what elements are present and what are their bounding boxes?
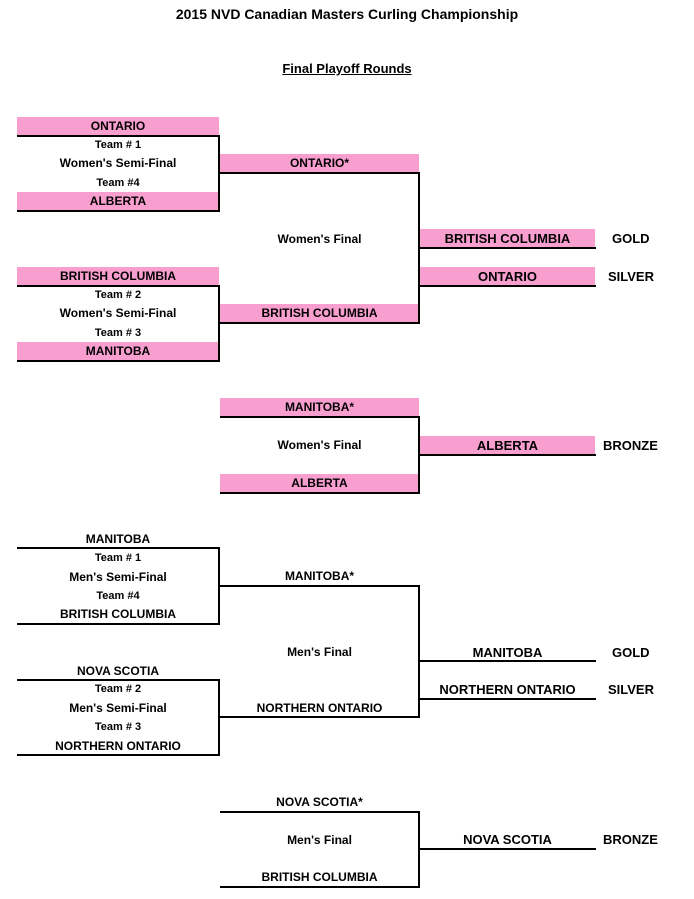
women-gold-team: BRITISH COLUMBIA <box>420 229 595 248</box>
bracket-line <box>17 623 220 625</box>
men-sf2-team-a: NOVA SCOTIA <box>76 664 159 678</box>
bracket-line <box>420 698 596 700</box>
women-final-team-a: ONTARIO* <box>220 154 419 173</box>
men-sf1-team-a: MANITOBA <box>85 532 151 546</box>
bracket-line <box>17 285 220 287</box>
bracket-connector <box>418 811 420 888</box>
bracket-connector <box>218 285 220 362</box>
bracket-line <box>420 660 596 662</box>
men-sf1-team-b: BRITISH COLUMBIA <box>60 607 176 621</box>
men-sf2-label: Men's Semi-Final <box>69 701 167 715</box>
women-sf2-seed-a: Team # 2 <box>94 289 142 301</box>
bracket-line <box>220 811 420 813</box>
bracket-line <box>220 492 420 494</box>
bracket-connector <box>418 585 420 718</box>
men-sf2-seed-b: Team # 3 <box>94 721 142 733</box>
women-final-label: Women's Final <box>277 232 362 246</box>
bracket-line <box>220 716 420 718</box>
men-silver-team: NORTHERN ONTARIO <box>439 682 576 697</box>
bracket-line <box>220 886 420 888</box>
men-bronze-medal: BRONZE <box>603 832 658 847</box>
bracket-line <box>420 285 596 287</box>
page-subtitle: Final Playoff Rounds <box>282 61 412 76</box>
men-bronze-team-a: NOVA SCOTIA* <box>276 795 363 809</box>
women-sf1-team-b: ALBERTA <box>17 192 219 211</box>
bracket-connector <box>218 679 220 756</box>
bracket-connector <box>218 547 220 625</box>
bracket-connector <box>418 416 420 494</box>
bracket-line <box>17 679 220 681</box>
men-final-team-a: MANITOBA* <box>284 569 355 583</box>
women-bronze-team-a: MANITOBA* <box>220 398 419 417</box>
bracket-connector <box>218 135 220 212</box>
women-bronze-label: Women's Final <box>277 438 362 452</box>
women-sf2-seed-b: Team # 3 <box>94 327 142 339</box>
bracket-line <box>17 754 220 756</box>
bracket-line <box>420 247 596 249</box>
women-sf1-seed-a: Team # 1 <box>94 139 142 151</box>
women-bronze-medal: BRONZE <box>603 438 658 453</box>
bracket-connector <box>418 172 420 324</box>
men-final-team-b: NORTHERN ONTARIO <box>256 701 383 715</box>
women-gold-medal: GOLD <box>612 231 650 246</box>
bracket-line <box>420 454 596 456</box>
men-bronze-label: Men's Final <box>287 833 352 847</box>
bracket-line <box>220 416 420 418</box>
women-silver-team: ONTARIO <box>420 267 595 286</box>
women-silver-medal: SILVER <box>608 269 654 284</box>
bracket-line <box>17 135 220 137</box>
men-sf1-label: Men's Semi-Final <box>69 570 167 584</box>
women-sf2-team-b: MANITOBA <box>17 342 219 361</box>
men-silver-medal: SILVER <box>608 682 654 697</box>
women-sf1-team-a: ONTARIO <box>17 117 219 136</box>
bracket-line <box>17 210 220 212</box>
men-sf1-seed-a: Team # 1 <box>94 552 142 564</box>
men-gold-medal: GOLD <box>612 645 650 660</box>
bracket-line <box>17 547 220 549</box>
page-title: 2015 NVD Canadian Masters Curling Champi… <box>175 6 519 22</box>
women-final-team-b: BRITISH COLUMBIA <box>220 304 419 323</box>
women-bronze-team: ALBERTA <box>420 436 595 455</box>
men-gold-team: MANITOBA <box>472 645 543 660</box>
women-bronze-team-b: ALBERTA <box>220 474 419 493</box>
women-sf2-label: Women's Semi-Final <box>59 306 177 320</box>
bracket-line <box>17 360 220 362</box>
men-sf2-seed-a: Team # 2 <box>94 683 142 695</box>
women-sf1-seed-b: Team #4 <box>96 177 140 189</box>
men-bronze-team: NOVA SCOTIA <box>463 832 552 847</box>
women-sf1-label: Women's Semi-Final <box>59 156 177 170</box>
women-sf2-team-a: BRITISH COLUMBIA <box>17 267 219 286</box>
men-final-label: Men's Final <box>287 645 352 659</box>
bracket-line <box>220 322 420 324</box>
men-bronze-team-b: BRITISH COLUMBIA <box>261 870 378 884</box>
men-sf2-team-b: NORTHERN ONTARIO <box>55 739 181 753</box>
bracket-line <box>420 848 596 850</box>
bracket-line <box>220 172 420 174</box>
bracket-line <box>220 585 420 587</box>
men-sf1-seed-b: Team #4 <box>96 590 140 602</box>
